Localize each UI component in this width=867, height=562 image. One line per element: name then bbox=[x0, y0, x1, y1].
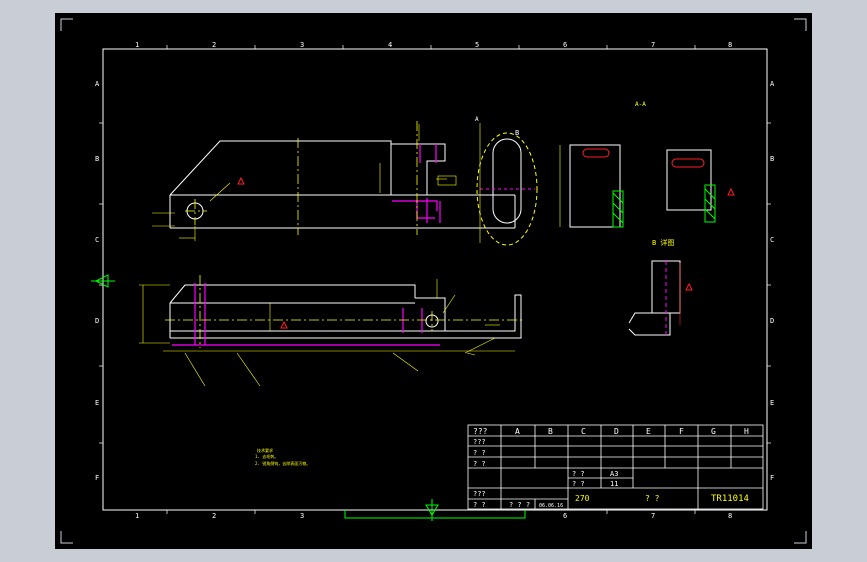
tb-header-0: ??? bbox=[473, 427, 488, 436]
zone-bot-8: 8 bbox=[728, 512, 732, 520]
top-view-centerlines bbox=[165, 275, 525, 348]
tb-header-h: H bbox=[744, 427, 749, 436]
section-label-b: B bbox=[515, 129, 519, 137]
roughness-symbol-icon bbox=[237, 176, 735, 329]
zone-left-f: F bbox=[95, 474, 99, 482]
tb-row-label-3: ? ? bbox=[473, 460, 486, 468]
triangle-down-icon bbox=[344, 499, 526, 521]
tb-header-c: C bbox=[581, 427, 586, 436]
zone-left-d: D bbox=[95, 317, 99, 325]
zone-numbers: 1 2 3 4 5 6 7 8 1 2 3 6 7 8 A B C D E F … bbox=[95, 41, 775, 520]
zone-top-7: 7 bbox=[651, 41, 655, 49]
drawing-number: TR11014 bbox=[711, 494, 749, 504]
tb-header-d: D bbox=[614, 427, 619, 436]
zone-bot-1: 1 bbox=[135, 512, 139, 520]
tb-designer: ? ? ? bbox=[509, 501, 530, 509]
zone-left-a: A bbox=[95, 80, 100, 88]
tb-row-label-1: ??? bbox=[473, 438, 486, 446]
tb-header-f: F bbox=[679, 427, 684, 436]
section-title: A-A bbox=[635, 101, 646, 108]
section-label-a: A bbox=[475, 116, 479, 123]
detail-b-view bbox=[628, 260, 681, 338]
notes-title: 技术要求 bbox=[257, 447, 273, 453]
top-view-hidden bbox=[172, 283, 440, 346]
zone-bot-6: 6 bbox=[563, 512, 567, 520]
tb-material: ? ? bbox=[645, 494, 660, 503]
zone-top-2: 2 bbox=[212, 41, 216, 49]
tb-date: 06.06.16 bbox=[539, 503, 563, 509]
detail-i-view bbox=[666, 149, 716, 223]
technical-notes: 技术要求 1. 去毛刺。 2. 锐角倒钝，去除表面污物。 bbox=[255, 447, 310, 466]
tb-row-label-4: ??? bbox=[473, 490, 486, 498]
drawing-border bbox=[102, 48, 768, 511]
tb-header-g: G bbox=[711, 427, 716, 436]
zone-bot-3: 3 bbox=[300, 512, 304, 520]
section-a-a-view bbox=[559, 144, 624, 228]
zone-top-4: 4 bbox=[388, 41, 392, 49]
zone-right-c: C bbox=[770, 236, 774, 244]
zone-left-c: C bbox=[95, 236, 99, 244]
zone-left-e: E bbox=[95, 399, 99, 407]
zone-top-3: 3 bbox=[300, 41, 304, 49]
front-view-hidden bbox=[392, 144, 441, 223]
tb-sheet-size-label: ? ? bbox=[572, 470, 585, 478]
zone-right-d: D bbox=[770, 317, 774, 325]
zone-ticks bbox=[99, 45, 771, 514]
zone-top-1: 1 bbox=[135, 41, 139, 49]
title-block-text: ??? A B C D E F G H ??? ? ? ? ? ??? ? ? … bbox=[473, 427, 749, 509]
front-view bbox=[169, 140, 516, 229]
zone-right-b: B bbox=[770, 155, 774, 163]
zone-right-a: A bbox=[770, 80, 775, 88]
detail-caption: B 详图 bbox=[652, 238, 674, 247]
drawing-canvas: 1 2 3 4 5 6 7 8 1 2 3 6 7 8 A B C D E F … bbox=[60, 18, 807, 544]
zone-left-b: B bbox=[95, 155, 99, 163]
tb-sheet-count: 11 bbox=[610, 480, 618, 488]
zone-right-f: F bbox=[770, 474, 774, 482]
zone-bot-2: 2 bbox=[212, 512, 216, 520]
title-block-values: 270 ? ? TR11014 bbox=[575, 494, 749, 504]
tb-row-label-5: ? ? bbox=[473, 501, 486, 509]
zone-top-8: 8 bbox=[728, 41, 732, 49]
front-view-centerlines bbox=[185, 121, 418, 235]
tb-header-a: A bbox=[515, 427, 520, 436]
notes-line-2: 2. 锐角倒钝，去除表面污物。 bbox=[255, 460, 310, 466]
zone-bot-7: 7 bbox=[651, 512, 655, 520]
tb-scale: 270 bbox=[575, 494, 590, 503]
tb-header-e: E bbox=[646, 427, 651, 436]
tb-sheet-count-label: ? ? bbox=[572, 480, 585, 488]
cad-viewport[interactable]: 1 2 3 4 5 6 7 8 1 2 3 6 7 8 A B C D E F … bbox=[55, 13, 812, 549]
zone-top-6: 6 bbox=[563, 41, 567, 49]
viewport-corner-marks bbox=[60, 18, 807, 544]
tb-header-b: B bbox=[548, 427, 553, 436]
notes-line-1: 1. 去毛刺。 bbox=[255, 453, 278, 459]
zone-right-e: E bbox=[770, 399, 774, 407]
tb-sheet-size: A3 bbox=[610, 470, 618, 478]
tb-row-label-2: ? ? bbox=[473, 449, 486, 457]
front-view-dimensions bbox=[152, 124, 457, 241]
section-view-oval bbox=[476, 123, 538, 246]
title-block bbox=[467, 424, 764, 510]
top-view bbox=[169, 284, 522, 339]
triangle-arrow-icon bbox=[91, 274, 115, 288]
top-view-dimensions bbox=[139, 279, 515, 387]
zone-top-5: 5 bbox=[475, 41, 479, 49]
